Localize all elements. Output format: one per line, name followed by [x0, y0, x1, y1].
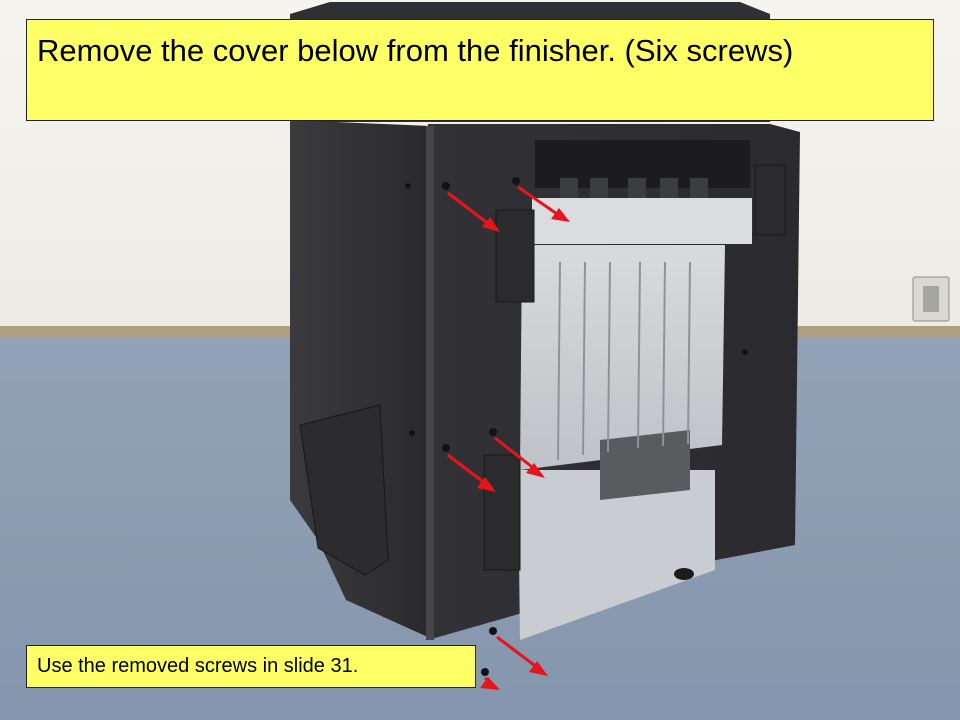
- wall-outlet-icon: [912, 276, 950, 322]
- instruction-callout: Remove the cover below from the finisher…: [26, 19, 934, 121]
- note-text: Use the removed screws in slide 31.: [37, 655, 359, 677]
- chassis-cavity: [600, 430, 690, 500]
- instruction-text: Remove the cover below from the finisher…: [37, 33, 794, 68]
- rollers: [560, 178, 708, 198]
- side-bin: [299, 404, 389, 576]
- screw-arrows: [447, 185, 570, 690]
- note-callout: Use the removed screws in slide 31.: [26, 645, 476, 688]
- right-handle: [754, 164, 786, 236]
- caster: [674, 568, 694, 580]
- metal-panel-upper: [520, 245, 725, 470]
- left-handle: [495, 209, 535, 303]
- screw-holes: [405, 177, 748, 676]
- metal-panel-lower: [518, 470, 715, 640]
- lower-left-handle: [483, 454, 521, 571]
- front-edge-highlight: [426, 126, 434, 640]
- metal-ribs: [557, 261, 691, 461]
